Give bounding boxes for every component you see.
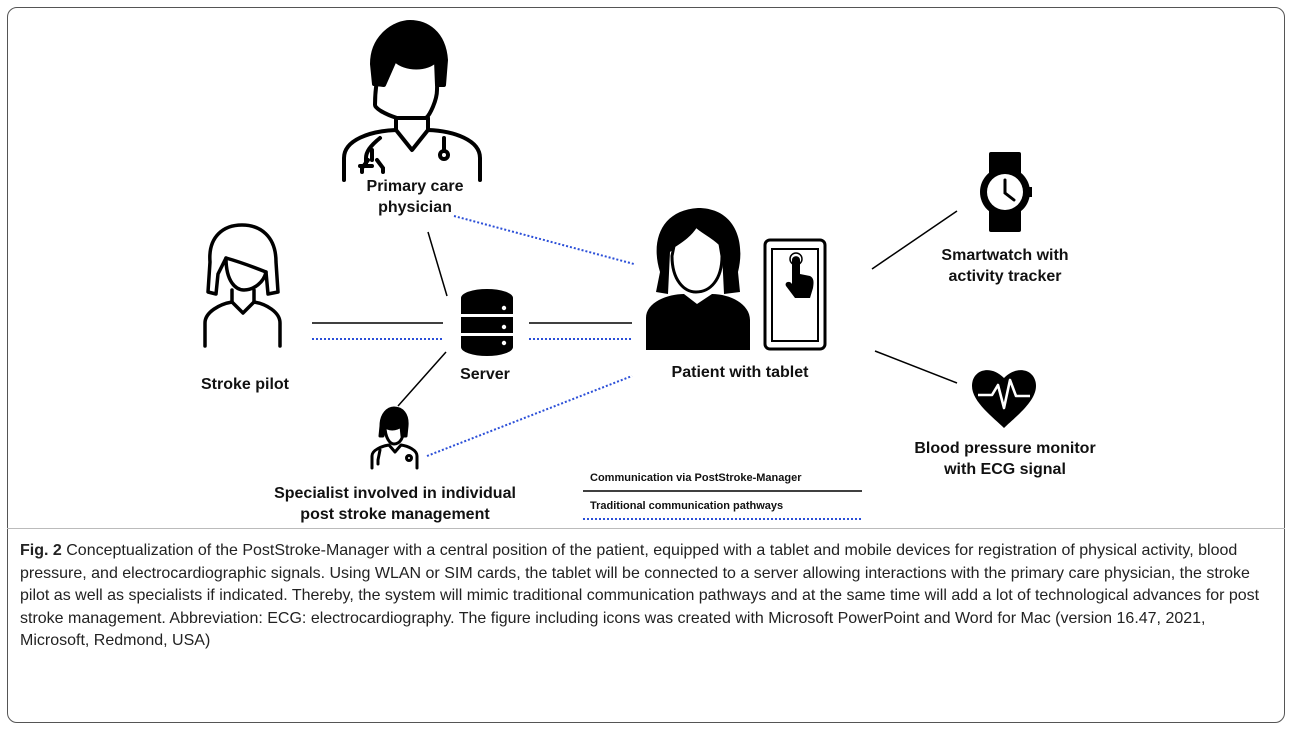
stroke-pilot-label: Stroke pilot <box>200 376 289 393</box>
smartwatch-icon <box>980 152 1032 232</box>
primary-care-to-server-line <box>427 231 448 297</box>
primary-care-label: Primary care physician <box>366 178 464 216</box>
specialist-icon <box>370 406 419 470</box>
figure-caption: Fig. 2 Conceptualization of the PostStro… <box>20 540 1265 653</box>
stethoscope-icon <box>360 148 385 174</box>
patient-label: Patient with tablet <box>671 364 809 381</box>
figure-frame <box>7 7 1285 723</box>
doctor-icon <box>342 20 482 182</box>
patient-to-bp-monitor-line <box>874 350 958 384</box>
connections <box>312 210 958 457</box>
server-icon <box>461 289 513 356</box>
specialist-to-patient-dotted <box>426 375 633 457</box>
legend-dotted-label: Traditional communication pathways <box>590 500 784 512</box>
heart-ecg-icon <box>972 370 1036 428</box>
patient-icon <box>646 208 750 350</box>
tablet-icon <box>763 238 827 351</box>
specialist-to-server-line <box>397 351 447 407</box>
caption-text: Conceptualization of the PostStroke-Mana… <box>20 542 1260 649</box>
caption-divider <box>7 528 1285 529</box>
server-label: Server <box>460 366 510 383</box>
legend <box>583 490 862 520</box>
woman-icon <box>203 223 282 348</box>
bp-monitor-label: Blood pressure monitor with ECG signal <box>914 440 1096 478</box>
legend-solid-label: Communication via PostStroke-Manager <box>590 472 802 484</box>
caption-label: Fig. 2 <box>20 542 62 559</box>
diagram-canvas <box>203 20 1036 520</box>
primary-care-to-patient-dotted <box>453 215 635 265</box>
specialist-label: Specialist involved in individual post s… <box>274 485 516 523</box>
smartwatch-label: Smartwatch with activity tracker <box>941 247 1069 285</box>
patient-to-smartwatch-line <box>871 210 958 270</box>
